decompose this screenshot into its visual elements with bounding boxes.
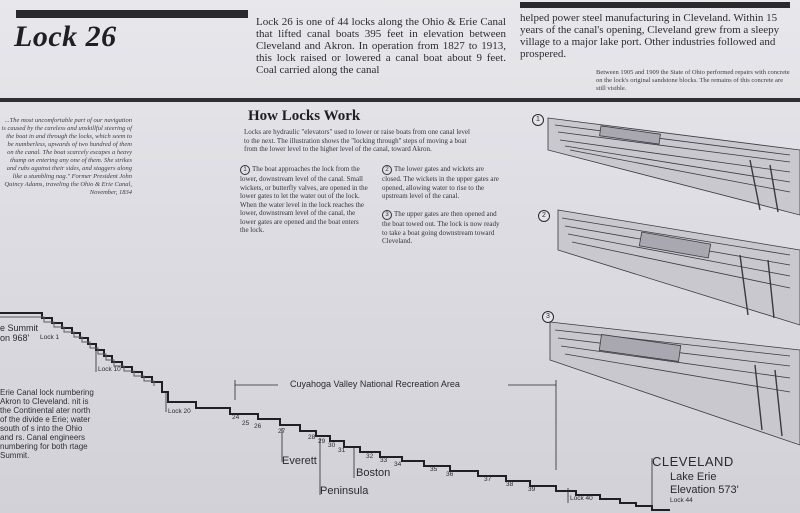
title-rule <box>16 10 248 18</box>
intro-text-right: helped power steel manufacturing in Clev… <box>520 12 780 60</box>
lock-number: 35 <box>430 466 438 473</box>
lock-number: 27 <box>278 428 286 435</box>
adams-quote: ...The most uncomfortable part of our na… <box>1 117 132 196</box>
lock-number: 33 <box>380 457 388 464</box>
lake-erie-label: Lake Erie <box>670 471 717 483</box>
lock-illustration-3 <box>549 321 800 446</box>
lock-number: 25 <box>242 420 250 427</box>
summit-label: e Summit <box>0 323 39 333</box>
illustration-number-3: 3 <box>542 311 554 323</box>
boston-label: Boston <box>356 467 391 479</box>
step-text: The upper gates are then opened and the … <box>382 210 500 245</box>
step-text: The boat approaches the lock from the lo… <box>240 165 368 234</box>
lock-number: 29 <box>318 438 326 445</box>
lock-44-label: Lock 44 <box>670 497 693 504</box>
how-locks-work-body: Locks are hydraulic "elevators" used to … <box>244 128 470 153</box>
profile-steps-shadow <box>0 316 155 386</box>
cuyahoga-bracket <box>234 380 557 470</box>
lock-number: 31 <box>338 447 346 454</box>
lock-number: 34 <box>394 461 402 468</box>
lock-number: 32 <box>366 453 374 460</box>
lock-20-label: Lock 20 <box>168 408 191 415</box>
cuyahoga-label: Cuyahoga Valley National Recreation Area <box>290 379 460 389</box>
illustration-number-2: 2 <box>538 210 550 222</box>
sandstone-note: Between 1905 and 1909 the State of Ohio … <box>596 69 790 92</box>
lock-number: 26 <box>254 423 262 430</box>
lock-number: 37 <box>484 476 492 483</box>
lock-number: 36 <box>446 471 454 478</box>
lock-number: 28 <box>308 434 316 441</box>
lock-illustration-1 <box>547 117 800 216</box>
lock-10-label: Lock 10 <box>98 366 121 373</box>
lock-number: 38 <box>506 481 514 488</box>
peninsula-label: Peninsula <box>320 485 369 497</box>
sign-title: Lock 26 <box>14 20 117 53</box>
intro-text-left: Lock 26 is one of 44 locks along the Ohi… <box>256 16 506 76</box>
top-rule <box>520 2 790 8</box>
how-locks-work-heading: How Locks Work <box>248 108 361 124</box>
everett-label: Everett <box>282 455 317 467</box>
profile-steps <box>0 312 670 511</box>
lock-40-label: Lock 40 <box>570 495 593 502</box>
section-divider <box>0 98 800 102</box>
summit-elevation-label: on 968' <box>0 333 30 343</box>
lock-number: 30 <box>328 442 336 449</box>
lock-numbering-note: Erie Canal lock numbering Akron to Cleve… <box>0 388 94 460</box>
step-text: The lower gates and wickets are closed. … <box>382 165 499 200</box>
lock-illustration-2 <box>557 209 800 326</box>
illustration-number-1: 1 <box>532 114 544 126</box>
lock-number: 39 <box>528 486 536 493</box>
lock-1-label: Lock 1 <box>40 334 60 341</box>
lake-erie-elevation-label: Elevation 573' <box>670 484 739 496</box>
lock-number: 24 <box>232 414 240 421</box>
cleveland-label: CLEVELAND <box>652 454 734 469</box>
